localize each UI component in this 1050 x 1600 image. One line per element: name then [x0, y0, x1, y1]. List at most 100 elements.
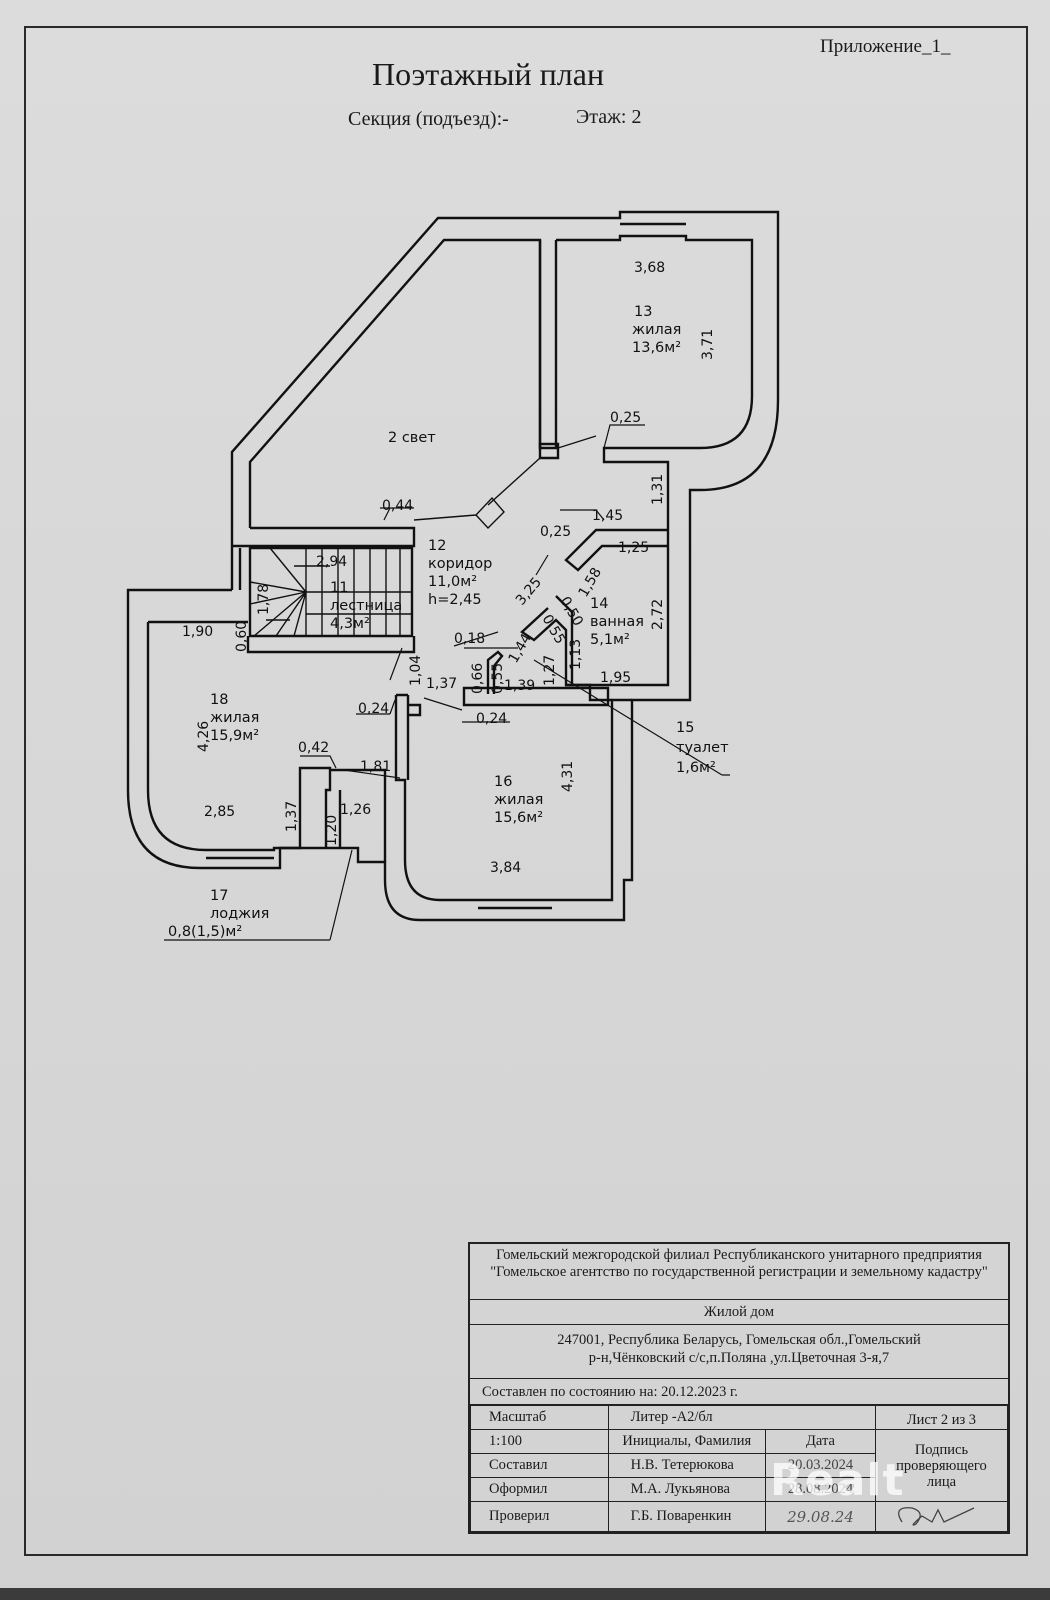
table-row: Составил Н.В. Тетерюкова 20.03.2024	[470, 1453, 1008, 1478]
stair-side	[230, 548, 242, 590]
address-line-1: 247001, Республика Беларусь, Гомельская …	[557, 1332, 921, 1348]
room-17-number: 17	[210, 888, 228, 904]
sheet-number: Лист 2 из 3	[874, 1405, 1009, 1430]
dim-2-85: 2,85	[204, 804, 235, 820]
room-14-number: 14	[590, 596, 608, 612]
dim-3-84: 3,84	[490, 860, 521, 876]
dim-1-45: 1,45	[592, 508, 623, 524]
toilet-wall	[520, 595, 612, 702]
room-12-number: 12	[428, 538, 446, 554]
column-date: Дата	[765, 1429, 876, 1454]
dim-1-81: 1,81	[360, 759, 391, 775]
room-16-number: 16	[494, 774, 512, 790]
room-11-number: 11	[330, 580, 348, 596]
room-11-area: 4,3м²	[330, 616, 370, 632]
liter-value: Литер -А2/бл	[607, 1405, 876, 1430]
room-14-name: ванная	[590, 614, 644, 630]
scale-value: 1:100	[470, 1429, 609, 1454]
bath-wall	[564, 528, 668, 572]
dim-3-68: 3,68	[634, 260, 665, 276]
inner-wall-2-svet	[248, 238, 542, 528]
inner-wall-13	[556, 234, 754, 687]
room-15-number: 15	[676, 720, 694, 736]
dim-0-25-top: 0,25	[610, 410, 641, 426]
person-name: Н.В. Тетерюкова	[607, 1453, 767, 1478]
room-label-2-svet: 2 свет	[388, 430, 436, 446]
column-signature: Подпись проверяющего лица	[874, 1429, 1009, 1502]
column	[538, 442, 560, 460]
dim-1-95: 1,95	[600, 670, 631, 686]
room-15-name: туалет	[676, 740, 729, 756]
signature-scribble-icon	[897, 1507, 975, 1526]
signature-cell	[874, 1501, 1009, 1532]
drawing-frame	[24, 26, 1028, 1556]
outer-wall	[126, 210, 780, 922]
room-12-height: h=2,45	[428, 592, 482, 608]
person-name: Г.Б. Поваренкин	[607, 1501, 767, 1532]
appendix-label: Приложение_1_	[820, 36, 951, 57]
role: Оформил	[470, 1477, 609, 1502]
room-11-name: лестница	[330, 598, 402, 614]
inner-wall-16	[394, 693, 632, 902]
dim-1-37-room18: 1,37	[284, 801, 300, 832]
floor-label: Этаж: 2	[576, 106, 642, 128]
dim-1-39: 1,39	[504, 678, 535, 694]
scale-label: Масштаб	[470, 1405, 609, 1430]
room-16-name: жилая	[494, 792, 543, 808]
room-18-number: 18	[210, 692, 228, 708]
dim-3-25: 3,25	[513, 574, 545, 608]
object-name: Жилой дом	[470, 1300, 1008, 1325]
room-15-area: 1,6м²	[676, 760, 716, 776]
dim-1-44: 1,44	[506, 631, 535, 666]
person-name: М.А. Лукьянова	[607, 1477, 767, 1502]
dim-1-25: 1,25	[618, 540, 649, 556]
dim-0-25-bath: 0,25	[540, 524, 571, 540]
address-line-2: р-н,Чёнковский с/с,п.Поляна ,ул.Цветочна…	[588, 1350, 890, 1366]
dim-4-31: 4,31	[560, 761, 576, 792]
room-16-area: 15,6м²	[494, 810, 543, 826]
watermark-logo: Realt	[770, 1455, 905, 1506]
dim-1-78: 1,78	[256, 584, 272, 615]
partition-13	[538, 240, 558, 450]
dim-0-24-right: 0,24	[476, 711, 507, 727]
title-block: Гомельский межгородской филиал Республик…	[468, 1242, 1010, 1534]
sign-date-handwritten: 29.08.24	[765, 1501, 876, 1532]
sign-date: 20.03.2024	[765, 1453, 876, 1478]
dim-1-04: 1,04	[408, 655, 424, 686]
column-names: Инициалы, Фамилия	[607, 1429, 767, 1454]
table-row: Оформил М.А. Лукьянова 28.08.2024	[470, 1477, 1008, 1502]
dim-3-71: 3,71	[700, 329, 716, 360]
dim-1-58: 1,58	[576, 565, 605, 600]
role: Составил	[470, 1453, 609, 1478]
dim-1-27: 1,27	[542, 655, 558, 686]
leader-lines	[164, 424, 730, 941]
dim-1-31: 1,31	[650, 474, 666, 505]
role: Проверил	[470, 1501, 609, 1532]
room-17-area: 0,8(1,5)м²	[168, 924, 242, 940]
dim-0-42: 0,42	[298, 740, 329, 756]
dim-0-60: 0,60	[234, 621, 250, 652]
room-12-area: 11,0м²	[428, 574, 477, 590]
section-label: Секция (подъезд):-	[348, 108, 509, 130]
dim-0-66: 0,66	[470, 663, 486, 694]
dim-4-26: 4,26	[196, 721, 212, 752]
object-address: 247001, Республика Беларусь, Гомельская …	[470, 1325, 1008, 1379]
dim-2-72: 2,72	[650, 599, 666, 630]
state-date: Составлен по состоянию на: 20.12.2023 г.	[470, 1379, 1008, 1405]
dim-1-13: 1,13	[568, 639, 584, 670]
stair-treads	[249, 547, 412, 637]
dim-0-44: 0,44	[382, 498, 413, 514]
dim-1-20: 1,20	[324, 815, 340, 846]
room-13-name: жилая	[632, 322, 681, 338]
room-18-name: жилая	[210, 710, 259, 726]
room-14-area: 5,1м²	[590, 632, 630, 648]
wall-16-top	[408, 703, 422, 717]
dim-2-94: 2,94	[316, 554, 347, 570]
dim-1-90: 1,90	[182, 624, 213, 640]
sign-date: 28.08.2024	[765, 1477, 876, 1502]
dim-0-18: 0,18	[454, 631, 485, 647]
signature-table: Масштаб Литер -А2/бл Лист 2 из 3 1:100 И…	[470, 1405, 1009, 1532]
page-title: Поэтажный план	[372, 56, 605, 92]
